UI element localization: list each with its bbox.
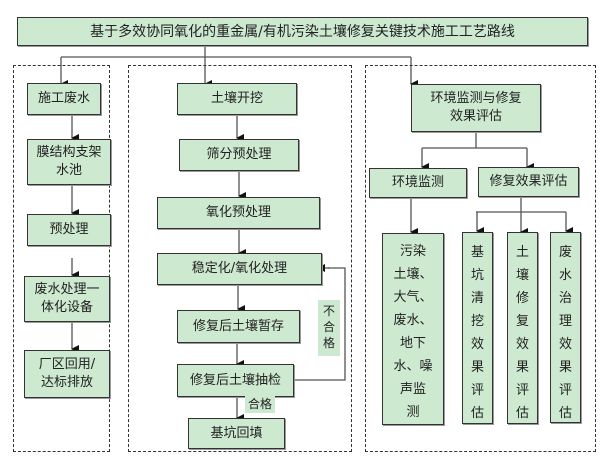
step-backfill: 基坑回填 — [188, 418, 285, 449]
branch-environment-monitoring: 环境监测 — [369, 168, 467, 198]
monitoring-evaluation-box: 环境监测与修复 效果评估 — [411, 84, 541, 132]
step-pretreatment: 预处理 — [27, 214, 111, 246]
step-screening: 筛分预处理 — [179, 139, 299, 171]
eval-soil-remediation: 土 壤 修 复 效 果 评 估 — [507, 232, 538, 424]
title-box: 基于多效协同氧化的重金属/有机污染土壤修复关键技术施工工艺路线 — [17, 17, 588, 46]
step-soil-inspection: 修复后土壤抽检 — [177, 364, 294, 397]
step-excavation: 土壤开挖 — [177, 83, 297, 115]
fail-label: 不 合 格 — [318, 300, 340, 356]
step-stabilization-oxidation: 稳定化/氧化处理 — [157, 253, 322, 285]
pass-label: 合格 — [245, 396, 275, 413]
fail-loop-line — [294, 267, 346, 381]
eval-pit-excavation: 基 坑 清 挖 效 果 评 估 — [462, 232, 493, 424]
monitoring-detail-box: 污染 土壤、 大气、 废水、 地下 水、噪 声监 测 — [382, 233, 444, 425]
step-integrated-equipment: 废水处理一 体化设备 — [24, 276, 110, 322]
eval-wastewater-treatment: 废 水 治 理 效 果 评 估 — [550, 232, 581, 423]
title-text: 基于多效协同氧化的重金属/有机污染土壤修复关键技术施工工艺路线 — [90, 23, 515, 40]
step-membrane-tank: 膜结构支架 水池 — [27, 139, 111, 185]
wastewater-group — [13, 65, 110, 452]
step-soil-storage: 修复后土壤暂存 — [177, 310, 300, 343]
branch-remediation-evaluation: 修复效果评估 — [478, 167, 579, 197]
soil-remediation-group — [128, 65, 352, 452]
monitoring-group — [365, 65, 596, 452]
step-oxidation-pretreatment: 氧化预处理 — [157, 197, 320, 229]
step-construction-wastewater: 施工废水 — [27, 83, 101, 115]
step-reuse-discharge: 厂区回用/ 达标排放 — [24, 350, 110, 398]
